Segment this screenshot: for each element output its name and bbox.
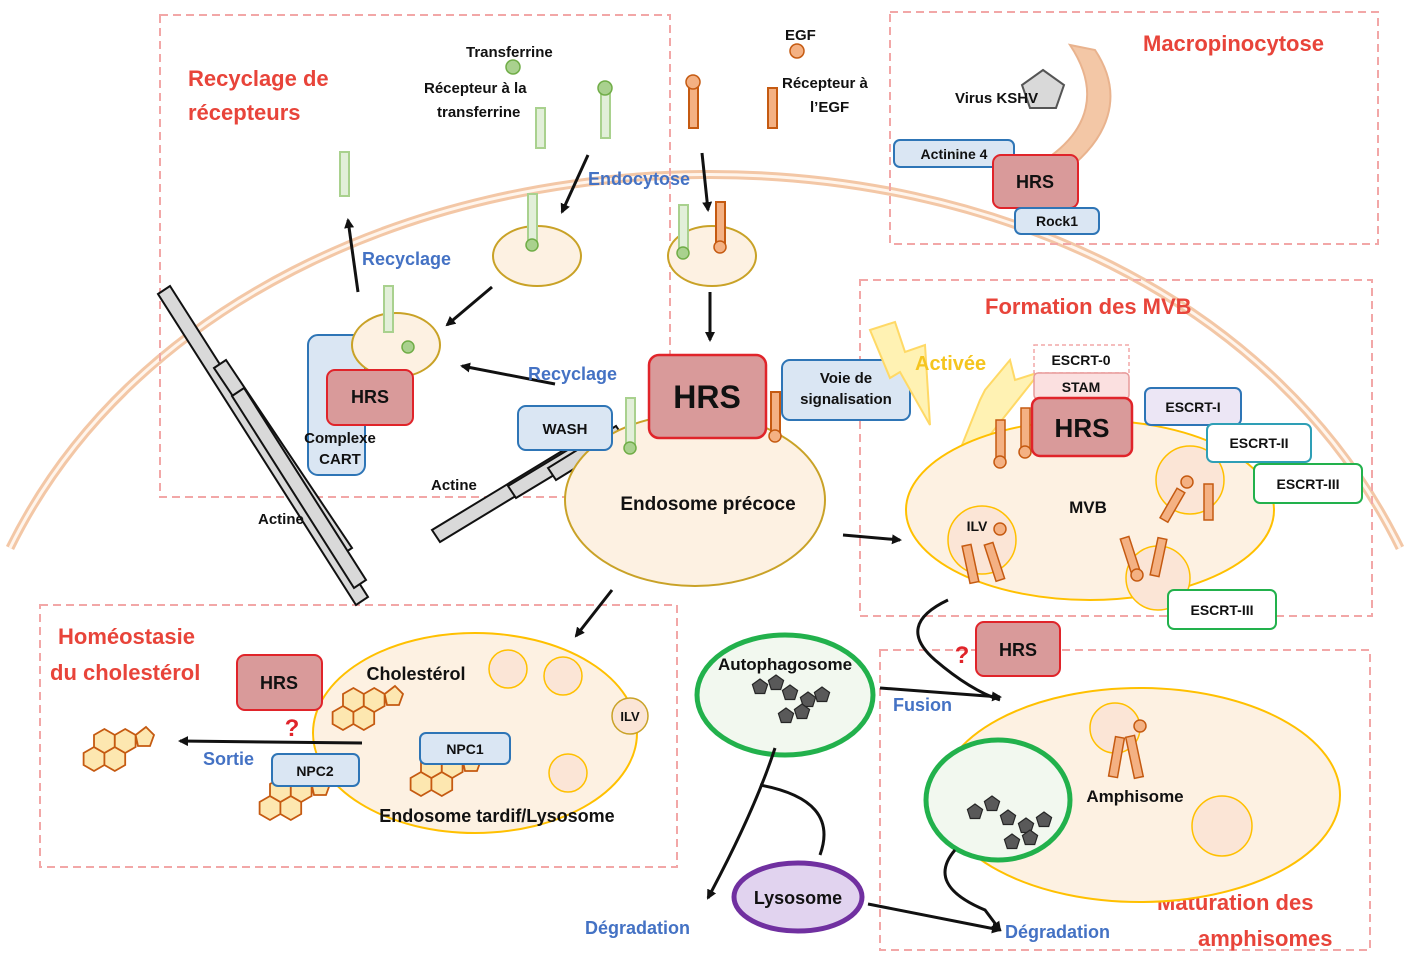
recyclage-label-2: Recyclage	[528, 364, 617, 384]
stam-label: STAM	[1062, 379, 1101, 395]
npc1-label: NPC1	[446, 741, 484, 757]
escrt2-box	[1206, 423, 1312, 463]
cart-label-2: CART	[319, 451, 361, 468]
mvb-label: MVB	[1069, 498, 1107, 517]
hrs-box-fusion	[975, 621, 1061, 677]
lysosome-label: Lysosome	[754, 888, 842, 908]
actine-label-1: Actine	[258, 511, 304, 528]
cholesterol-label: Cholestérol	[366, 664, 465, 684]
egf-receptor-icon	[688, 85, 699, 129]
hrs-label: HRS	[999, 640, 1037, 660]
transferrin-ligand-icon	[505, 59, 521, 75]
virus-label: Virus KSHV	[955, 90, 1038, 107]
transferrin-receptor-label-2: transferrine	[437, 104, 520, 121]
escrt1-label: ESCRT-I	[1165, 399, 1220, 415]
fusion-label: Fusion	[893, 695, 952, 715]
escrt2-label: ESCRT-II	[1229, 435, 1288, 451]
escrt3-box	[1167, 589, 1277, 630]
egf-receptor-label-2: l’EGF	[810, 99, 849, 116]
voie-label-1: Voie de	[820, 370, 872, 387]
sortie-label: Sortie	[203, 749, 254, 769]
ilv	[611, 697, 649, 735]
escrt3-box	[1253, 463, 1363, 504]
actine-label-2: Actine	[431, 477, 477, 494]
section-title-homeostasie-2: du cholestérol	[50, 660, 200, 685]
escrt3-label: ESCRT-III	[1276, 476, 1339, 492]
cholesterol-molecule-icon	[82, 726, 155, 772]
transferrin-receptor-icon	[339, 151, 350, 197]
frame-formation-mvb	[859, 279, 1373, 617]
question-mark-icon: ?	[955, 642, 970, 669]
hrs-box-main	[647, 353, 768, 440]
escrt3-label: ESCRT-III	[1190, 602, 1253, 618]
rock1-box	[1014, 207, 1100, 235]
npc2-label: NPC2	[296, 763, 334, 779]
section-title-recyclage-2: récepteurs	[188, 100, 301, 125]
transferrin-receptor-icon	[535, 107, 546, 149]
section-title-homeostasie-1: Homéostasie	[58, 624, 195, 649]
hrs-label: HRS	[673, 379, 741, 415]
question-mark-icon: ?	[285, 715, 300, 742]
endosome-tardif-label: Endosome tardif/Lysosome	[379, 806, 614, 826]
frame-recyclage	[159, 14, 671, 498]
wash-label: WASH	[543, 421, 588, 438]
cart-label-1: Complexe	[304, 430, 376, 447]
actinine-box	[893, 139, 1015, 168]
egf-receptor-label-1: Récepteur à	[782, 75, 869, 92]
hrs-box-recyclage	[326, 369, 414, 426]
wash-box	[517, 405, 613, 451]
escrt0-label: ESCRT-0	[1051, 352, 1110, 368]
actinine-label: Actinine 4	[921, 146, 988, 162]
virus-icon	[1020, 68, 1066, 109]
frame-maturation	[879, 649, 1371, 951]
transferrin-receptor-icon	[600, 89, 611, 139]
endocytose-label: Endocytose	[588, 169, 690, 189]
escrt1-box	[1144, 387, 1242, 426]
hrs-box-mvb	[1030, 396, 1134, 458]
lysosome	[731, 860, 865, 934]
hrs-box-homeostasie	[236, 654, 323, 711]
autophagosome-label: Autophagosome	[718, 655, 852, 674]
rock1-label: Rock1	[1036, 213, 1078, 229]
egf-receptor-icon	[767, 87, 778, 129]
frame-macropinocytose	[889, 11, 1379, 245]
transferrin-receptor-label-1: Récepteur à la	[424, 80, 527, 97]
hrs-label: HRS	[260, 673, 298, 693]
ilv	[947, 505, 1017, 575]
voie-label-2: signalisation	[800, 391, 892, 408]
ilv-label: ILV	[967, 518, 988, 534]
section-title-recyclage-1: Recyclage de	[188, 66, 329, 91]
recycling-endosome	[351, 312, 441, 378]
section-title-macropinocytose: Macropinocytose	[1143, 31, 1324, 56]
transferrine-label: Transferrine	[466, 44, 553, 61]
section-title-formation-mvb: Formation des MVB	[985, 294, 1192, 319]
recyclage-label-1: Recyclage	[362, 249, 451, 269]
lightning-icon	[958, 357, 1043, 453]
ilv-label: ILV	[620, 709, 640, 724]
egf-ligand-icon	[789, 43, 805, 59]
amphisome-label: Amphisome	[1086, 787, 1183, 806]
membrane-ruffle	[1043, 43, 1112, 177]
hrs-label: HRS	[1055, 413, 1110, 443]
vesicle	[667, 225, 757, 287]
endosome-precoce-label: Endosome précoce	[620, 494, 795, 515]
degradation-label-2: Dégradation	[1005, 922, 1110, 942]
hrs-label: HRS	[351, 387, 389, 407]
section-title-maturation-2: amphisomes	[1198, 926, 1333, 951]
degradation-label-1: Dégradation	[585, 918, 690, 938]
hrs-label: HRS	[1016, 172, 1054, 192]
activee-label: Activée	[915, 353, 986, 375]
npc1-box	[419, 732, 511, 765]
lightning-icon	[868, 320, 931, 426]
egf-label: EGF	[785, 27, 816, 44]
npc2-box	[271, 753, 360, 787]
frame-homeostasie	[39, 604, 678, 868]
